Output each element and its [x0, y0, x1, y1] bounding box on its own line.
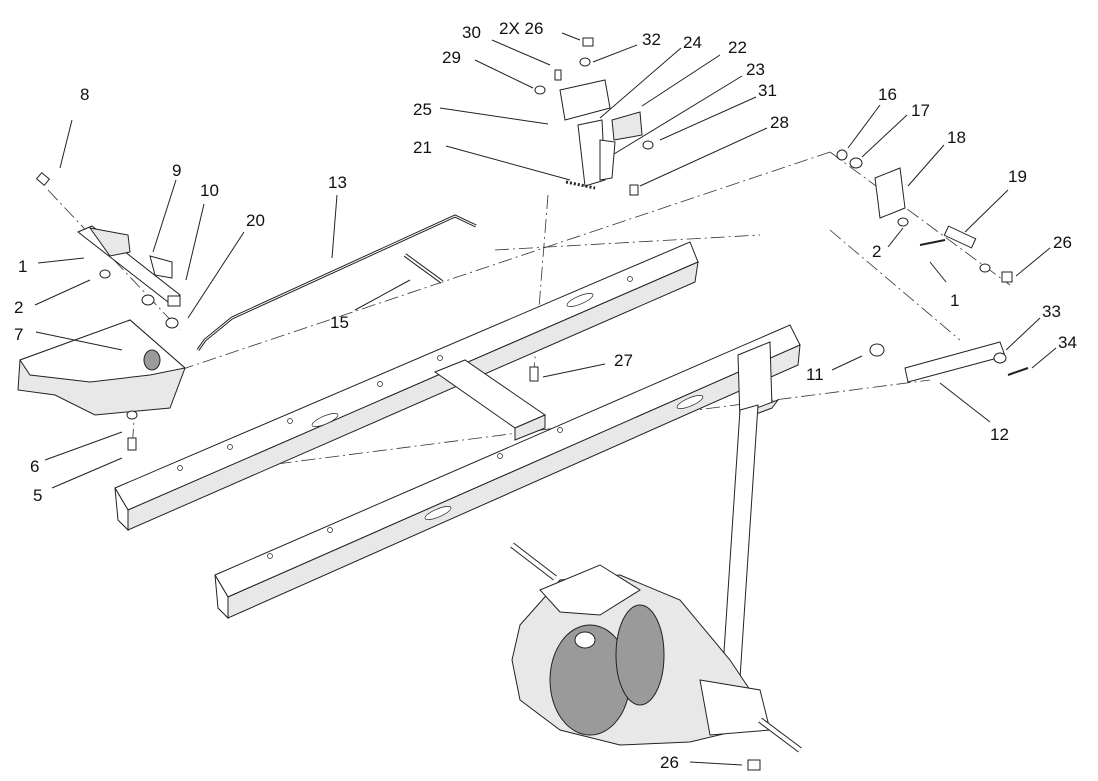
- callout-1-right: 1: [950, 291, 959, 310]
- callout-26-bottom: 26: [660, 753, 679, 772]
- callout-21: 21: [413, 138, 432, 157]
- callout-32: 32: [642, 30, 661, 49]
- callout-12: 12: [990, 425, 1009, 444]
- leader-lines: [34, 32, 1057, 766]
- callout-2-right: 2: [872, 242, 881, 261]
- callout-30: 30: [462, 23, 481, 42]
- left-frame-rail: [114, 241, 699, 532]
- callout-16: 16: [878, 85, 897, 104]
- callout-19: 19: [1008, 167, 1027, 186]
- neutral-bracket-assembly: [559, 79, 643, 190]
- foot-rest-plate: [17, 319, 187, 416]
- callout-11: 11: [806, 365, 824, 384]
- callout-27: 27: [614, 351, 633, 370]
- callout-29: 29: [442, 48, 461, 67]
- small-hardware: [35, 37, 654, 451]
- vertical-support: [721, 404, 759, 683]
- link-bar: [869, 341, 1029, 383]
- callout-26-right: 26: [1053, 233, 1072, 252]
- callout-2x26: 2X 26: [499, 19, 543, 38]
- callout-23: 23: [746, 60, 765, 79]
- callout-6: 6: [30, 457, 39, 476]
- callout-24: 24: [683, 33, 702, 52]
- callout-17: 17: [911, 101, 930, 120]
- callout-20: 20: [246, 211, 265, 230]
- callout-31: 31: [758, 81, 777, 100]
- callout-7: 7: [14, 325, 23, 344]
- callout-5: 5: [33, 486, 42, 505]
- callout-25: 25: [413, 100, 432, 119]
- callout-13: 13: [328, 173, 347, 192]
- callout-labels: 8 9 10 1 2 20 7 6 5 13 15 30 2X 26 32 24…: [14, 19, 1077, 772]
- callout-33: 33: [1042, 302, 1061, 321]
- cross-member: [433, 359, 547, 441]
- callout-34: 34: [1058, 333, 1077, 352]
- pedal-lever: [77, 225, 181, 303]
- callout-1-left: 1: [18, 257, 27, 276]
- transaxle-assembly: [510, 542, 802, 771]
- callout-22: 22: [728, 38, 747, 57]
- right-linkage: [836, 149, 1013, 283]
- callout-2-left: 2: [14, 298, 23, 317]
- callout-10: 10: [200, 181, 219, 200]
- callout-15: 15: [330, 313, 349, 332]
- callout-18: 18: [947, 128, 966, 147]
- callout-8: 8: [80, 85, 89, 104]
- right-frame-rail: [214, 324, 801, 620]
- callout-28: 28: [770, 113, 789, 132]
- callout-9: 9: [172, 161, 181, 180]
